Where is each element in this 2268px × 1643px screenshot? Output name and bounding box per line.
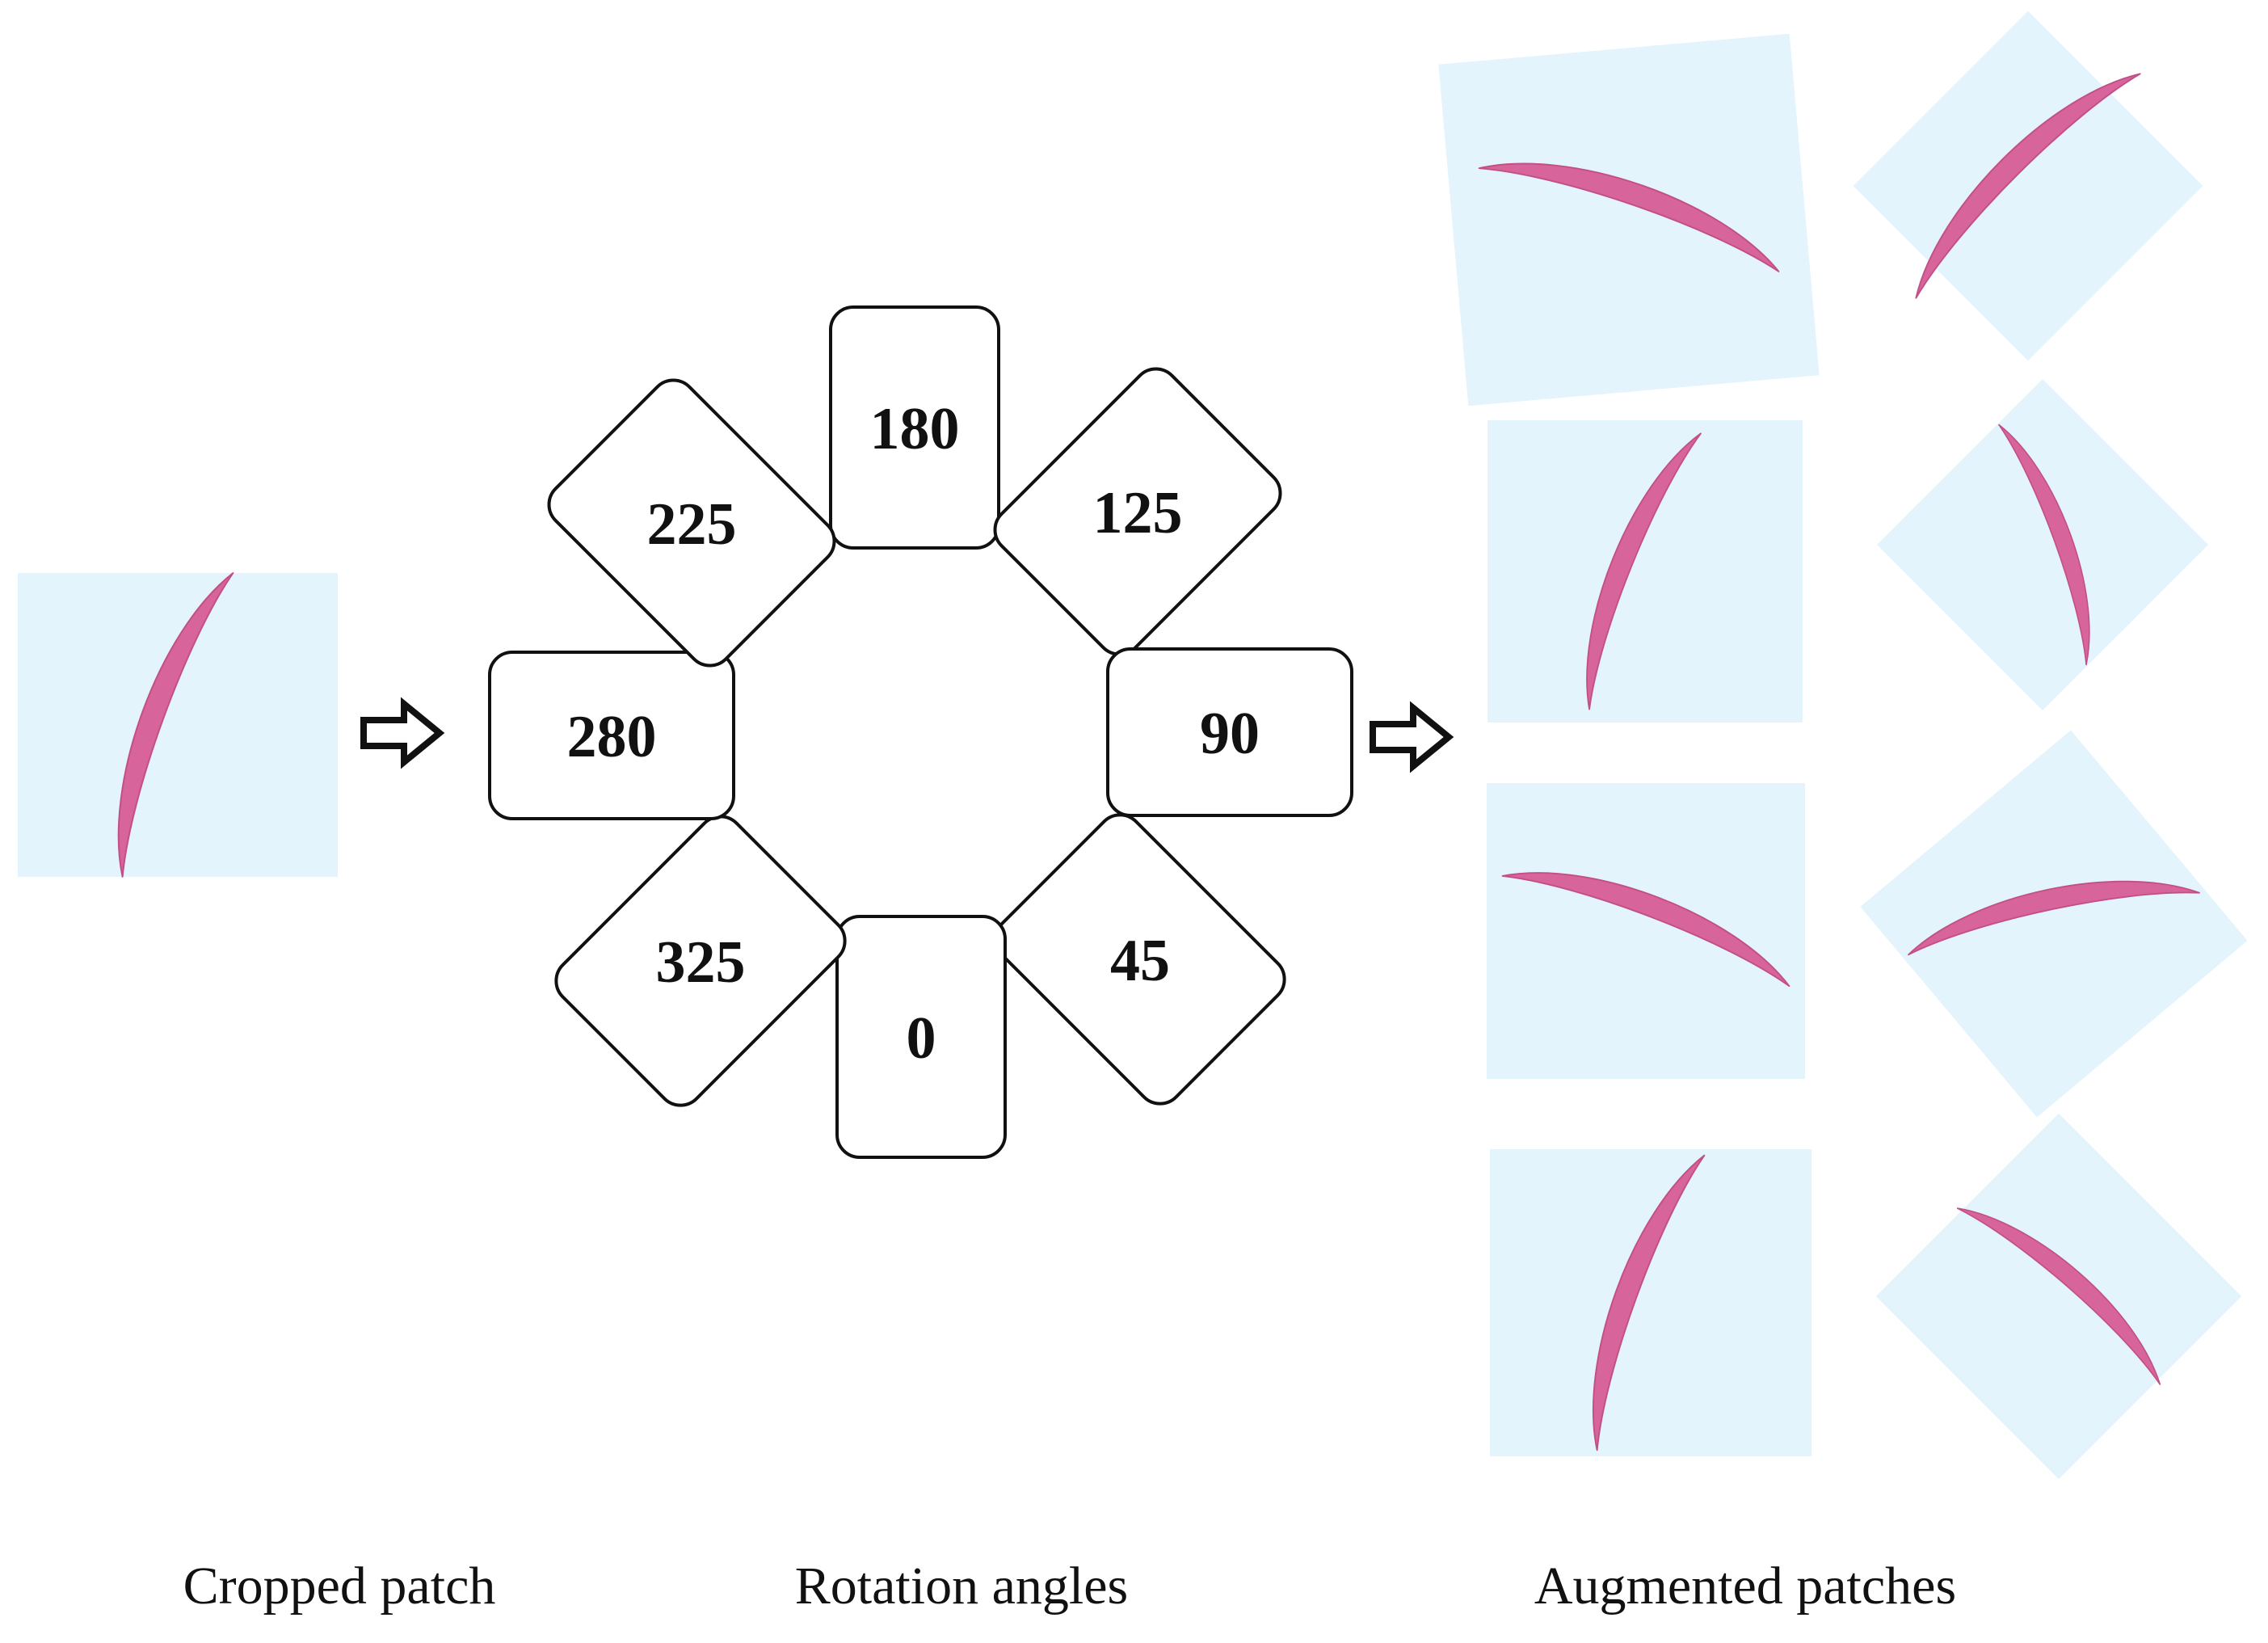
patch-background xyxy=(1487,420,1803,722)
caption-rotation-angles: Rotation angles xyxy=(794,1557,1129,1616)
angle-box-325: 325 xyxy=(554,815,847,1107)
cropped-patch xyxy=(18,559,338,878)
angle-label: 180 xyxy=(870,396,960,462)
angle-label: 325 xyxy=(656,929,746,996)
patch-background xyxy=(1853,11,2203,361)
patch-background xyxy=(1438,33,1820,407)
caption-augmented-patches: Augmented patches xyxy=(1534,1557,1957,1616)
caption-cropped-patch: Cropped patch xyxy=(183,1557,496,1616)
augmented-patch xyxy=(1487,419,1803,722)
angle-box-180: 180 xyxy=(829,305,1000,550)
augmented-patch xyxy=(1438,33,1820,407)
angle-box-45: 45 xyxy=(994,813,1286,1106)
angle-label: 225 xyxy=(647,491,737,558)
patch-background xyxy=(1875,1113,2242,1480)
patch-background xyxy=(1490,1149,1811,1456)
patch-background xyxy=(1876,378,2209,711)
right-arrow-icon xyxy=(1370,701,1454,773)
rotation-angle-ring: 180 125 90 45 0 325 xyxy=(488,305,1353,1159)
angle-box-280: 280 xyxy=(488,651,735,820)
right-arrow-icon xyxy=(360,697,445,769)
augmented-patch xyxy=(1860,730,2248,1118)
angle-label: 90 xyxy=(1200,701,1260,767)
angle-box-0: 0 xyxy=(835,915,1007,1159)
patch-background xyxy=(1860,730,2248,1118)
cropped-patch-background xyxy=(18,573,338,877)
angle-label: 45 xyxy=(1110,928,1170,994)
augmented-patch xyxy=(1490,1142,1811,1456)
augmented-patch xyxy=(1487,783,1805,1079)
augmented-patches xyxy=(1438,11,2248,1480)
patch-background xyxy=(1487,783,1805,1079)
angle-label: 125 xyxy=(1093,480,1183,546)
augmented-patch xyxy=(1876,378,2209,711)
augmented-patch xyxy=(1875,1113,2242,1480)
angle-box-125: 125 xyxy=(993,367,1282,656)
angle-label: 0 xyxy=(907,1005,936,1072)
angle-label: 280 xyxy=(567,704,657,770)
angle-box-225: 225 xyxy=(547,378,836,668)
angle-box-90: 90 xyxy=(1106,647,1353,817)
augmented-patch xyxy=(1853,11,2203,361)
